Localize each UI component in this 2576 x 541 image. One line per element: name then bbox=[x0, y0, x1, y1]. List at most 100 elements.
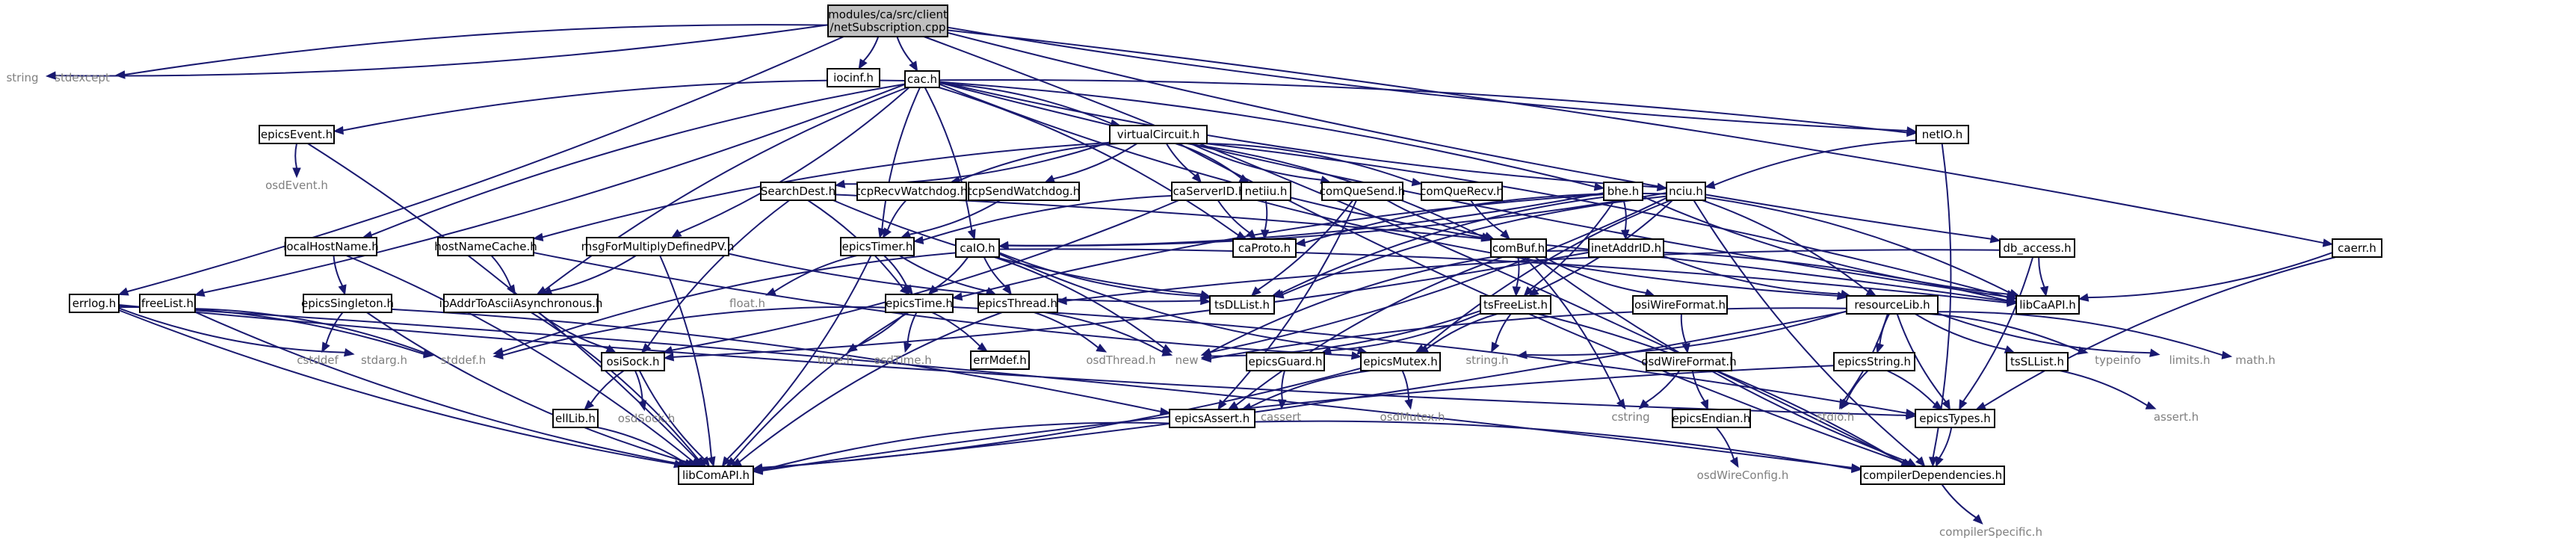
node-tsSLList[interactable]: tsSLList.h bbox=[2006, 352, 2069, 371]
node-label-epicsString: epicsString.h bbox=[1838, 355, 1911, 368]
node-osdTime[interactable]: osdTime.h bbox=[874, 353, 932, 367]
node-limits[interactable]: limits.h bbox=[2169, 353, 2210, 367]
node-label-inetAddrID: inetAddrID.h bbox=[1591, 241, 1661, 255]
node-netIO[interactable]: netIO.h bbox=[1915, 125, 1969, 144]
node-assert[interactable]: assert.h bbox=[2154, 410, 2199, 424]
node-tcpSendWatchdog[interactable]: tcpSendWatchdog.h bbox=[968, 182, 1081, 201]
node-tsDLList[interactable]: tsDLList.h bbox=[1209, 295, 1275, 315]
node-osiSock[interactable]: osiSock.h bbox=[601, 352, 665, 371]
node-epicsSingleton[interactable]: epicsSingleton.h bbox=[301, 294, 394, 313]
node-stdio[interactable]: stdio.h bbox=[1817, 410, 1855, 424]
node-mathh[interactable]: math.h bbox=[2235, 353, 2275, 367]
node-stringh[interactable]: string.h bbox=[1465, 353, 1508, 367]
node-errMdef[interactable]: errMdef.h bbox=[970, 350, 1030, 370]
node-compilerDep[interactable]: compilerDependencies.h bbox=[1860, 466, 2005, 485]
node-cstring[interactable]: cstring bbox=[1611, 410, 1649, 424]
node-epicsTimer[interactable]: epicsTimer.h bbox=[840, 237, 915, 256]
node-osdWireFormat[interactable]: osdWireFormat.h bbox=[1641, 352, 1737, 371]
edge-virtualCircuit-to-comQueRecv bbox=[1206, 143, 1423, 187]
edge-arrowhead bbox=[904, 341, 912, 353]
node-compilerSpecific[interactable]: compilerSpecific.h bbox=[1939, 525, 2042, 539]
node-stdexcept[interactable]: stdexcept bbox=[55, 71, 110, 84]
node-stddef[interactable]: stddef.h bbox=[441, 353, 486, 367]
node-localHostName[interactable]: localHostName.h bbox=[283, 237, 379, 256]
node-label-tsFreeList: tsFreeList.h bbox=[1483, 298, 1548, 312]
node-osiWireFormat[interactable]: osiWireFormat.h bbox=[1632, 295, 1728, 315]
node-caerr[interactable]: caerr.h bbox=[2332, 238, 2382, 258]
node-netiiu[interactable]: netiiu.h bbox=[1241, 182, 1291, 201]
edge-epicsSingleton-to-cstddef bbox=[321, 312, 344, 353]
node-cassert[interactable]: cassert bbox=[1261, 410, 1301, 424]
node-stdarg[interactable]: stdarg.h bbox=[361, 353, 407, 367]
node-iocinf[interactable]: iocinf.h bbox=[827, 68, 880, 87]
node-cstddef[interactable]: cstddef bbox=[297, 353, 339, 367]
node-libCaAPI[interactable]: libCaAPI.h bbox=[2016, 295, 2080, 315]
node-typeinfo[interactable]: typeinfo bbox=[2095, 353, 2141, 367]
node-libComAPI[interactable]: libComAPI.h bbox=[678, 466, 754, 485]
node-searchDest[interactable]: SearchDest.h bbox=[760, 182, 836, 201]
node-root[interactable]: modules/ca/src/client/netSubscription.cp… bbox=[827, 4, 948, 37]
node-caProto[interactable]: caProto.h bbox=[1232, 238, 1297, 258]
node-caServerID[interactable]: caServerID.h bbox=[1171, 182, 1247, 201]
node-tsFreeList[interactable]: tsFreeList.h bbox=[1480, 295, 1551, 315]
edge-line bbox=[1034, 312, 1099, 348]
node-tcpRecvWatchdog[interactable]: tcpRecvWatchdog.h bbox=[856, 182, 968, 201]
node-comQueRecv[interactable]: comQueRecv.h bbox=[1420, 182, 1504, 201]
node-timeh[interactable]: time.h bbox=[818, 353, 853, 367]
node-epicsTime[interactable]: epicsTime.h bbox=[885, 294, 954, 313]
node-epicsAssert[interactable]: epicsAssert.h bbox=[1169, 409, 1255, 428]
edge-arrowhead bbox=[1227, 401, 1239, 410]
edge-bhe-to-inetAddrID bbox=[1620, 200, 1630, 241]
edge-epicsEndian-to-osdWireConfig bbox=[1715, 427, 1739, 469]
node-dbAccess[interactable]: db_access.h bbox=[1999, 238, 2075, 258]
node-inetAddrID[interactable]: inetAddrID.h bbox=[1588, 238, 1664, 258]
node-box-root bbox=[827, 4, 948, 37]
node-osdThread[interactable]: osdThread.h bbox=[1086, 353, 1155, 367]
edge-arrowhead bbox=[726, 457, 737, 467]
edge-line bbox=[862, 36, 880, 62]
edge-line bbox=[896, 36, 914, 64]
node-epicsEvent[interactable]: epicsEvent.h bbox=[259, 125, 335, 144]
node-new[interactable]: new bbox=[1175, 353, 1198, 367]
node-osdWireConfig[interactable]: osdWireConfig.h bbox=[1697, 469, 1789, 482]
edge-arrowhead bbox=[927, 285, 939, 295]
node-label-msgForMultiply: msgForMultiplyDefinedPV.h bbox=[581, 240, 735, 253]
edge-line bbox=[1941, 483, 1977, 519]
edge-nciu-to-compilerDep bbox=[1693, 200, 1926, 467]
node-box-epicsTypes bbox=[1915, 409, 1995, 428]
node-comQueSend[interactable]: comQueSend.h bbox=[1320, 182, 1406, 201]
node-cac[interactable]: cac.h bbox=[904, 70, 940, 88]
node-osdEvent[interactable]: osdEvent.h bbox=[265, 179, 328, 192]
node-resourceLib[interactable]: resourceLib.h bbox=[1846, 295, 1939, 315]
node-freeList[interactable]: freeList.h bbox=[139, 294, 196, 313]
node-nciu[interactable]: nciu.h bbox=[1666, 182, 1706, 201]
node-ellLib[interactable]: ellLib.h bbox=[552, 409, 599, 428]
node-float[interactable]: float.h bbox=[729, 297, 765, 310]
edge-bhe-to-tsFreeList bbox=[1523, 200, 1616, 297]
node-comBuf[interactable]: comBuf.h bbox=[1490, 238, 1547, 258]
edge-line bbox=[726, 255, 872, 460]
node-epicsGuard[interactable]: epicsGuard.h bbox=[1246, 352, 1325, 371]
node-epicsTypes[interactable]: epicsTypes.h bbox=[1915, 409, 1995, 428]
node-epicsMutex[interactable]: epicsMutex.h bbox=[1360, 352, 1441, 371]
node-virtualCircuit[interactable]: virtualCircuit.h bbox=[1109, 125, 1208, 144]
edge-arrowhead bbox=[670, 229, 682, 238]
node-epicsEndian[interactable]: epicsEndian.h bbox=[1672, 409, 1751, 428]
node-errlog[interactable]: errlog.h bbox=[69, 294, 120, 313]
edge-resourceLib-to-stringh bbox=[1516, 310, 1847, 359]
node-msgForMultiply[interactable]: msgForMultiplyDefinedPV.h bbox=[581, 237, 735, 256]
edge-arrowhead bbox=[1972, 514, 1983, 525]
node-box-dbAccess bbox=[1999, 238, 2075, 258]
node-hostNameCache[interactable]: hostNameCache.h bbox=[434, 237, 537, 256]
node-epicsThread[interactable]: epicsThread.h bbox=[977, 294, 1058, 313]
node-osdSock[interactable]: osdSock.h bbox=[618, 412, 675, 425]
node-box-virtualCircuit bbox=[1109, 125, 1208, 144]
node-string[interactable]: string bbox=[6, 71, 38, 84]
node-epicsString[interactable]: epicsString.h bbox=[1833, 352, 1915, 371]
node-ipAddrToAscii[interactable]: ipAddrToAsciiAsynchronous.h bbox=[439, 294, 603, 313]
edge-line bbox=[118, 307, 345, 353]
edge-line bbox=[886, 200, 907, 231]
node-osdMutex[interactable]: osdMutex.h bbox=[1380, 410, 1445, 424]
node-caIO[interactable]: caIO.h bbox=[955, 238, 1000, 258]
node-bhe[interactable]: bhe.h bbox=[1603, 182, 1643, 201]
